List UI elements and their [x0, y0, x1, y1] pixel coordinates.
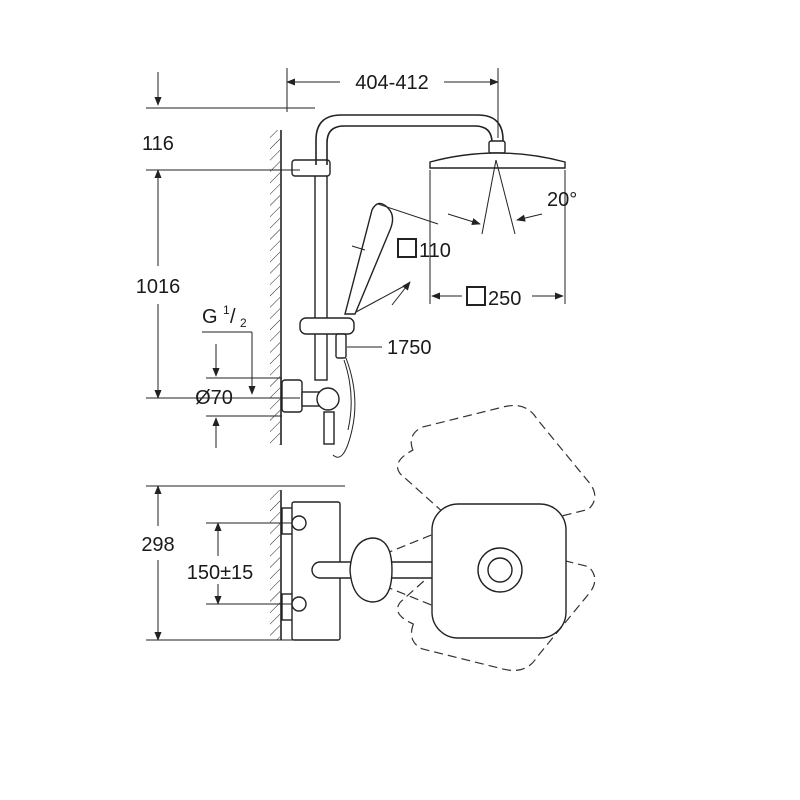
dimension-lines-side: 404-412 116 1016 G 1 / 2 Ø70 110 [136, 68, 577, 448]
wall-top [270, 490, 282, 640]
dim-hose-length: 1750 [387, 337, 432, 359]
dim-angle: 20° [547, 189, 577, 211]
dim-hand-shower-size: 110 [419, 240, 451, 262]
dim-thread-slash: / [230, 306, 236, 328]
dim-bar-height: 1016 [136, 276, 181, 298]
square-icon [397, 238, 417, 258]
dim-top-height: 116 [142, 133, 174, 155]
dim-thread-num: 1 [223, 303, 230, 317]
dim-flange-diameter: Ø70 [195, 387, 233, 409]
wall-side [270, 130, 282, 445]
dim-inlet-spacing: 150±15 [187, 562, 254, 584]
dim-depth: 298 [141, 534, 174, 556]
dim-thread-den: 2 [240, 316, 247, 330]
shower-column-side [281, 114, 566, 458]
dim-head-shower-size: 250 [488, 288, 521, 310]
shower-system-top-view [281, 404, 596, 672]
hand-shower-side [344, 202, 394, 315]
dim-thread-g: G [202, 306, 218, 328]
dimension-lines-top: 298 150±15 [141, 485, 345, 641]
head-shower-side [429, 140, 566, 169]
dim-arm-width: 404-412 [355, 72, 428, 94]
square-icon [466, 286, 486, 306]
